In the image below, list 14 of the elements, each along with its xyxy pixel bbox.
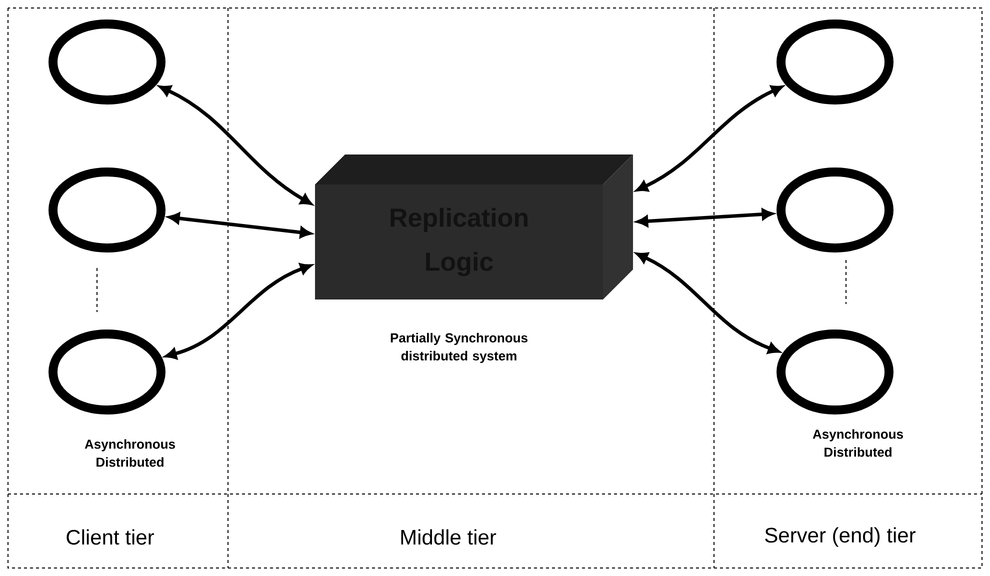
ellipse [776, 168, 894, 252]
arrow [159, 85, 312, 205]
ellipse [48, 330, 166, 414]
ellipse [48, 168, 166, 252]
tier-label: Middle tier [401, 529, 496, 545]
text-label: Asynchronous Distributed [812, 429, 903, 457]
arrow [636, 85, 783, 192]
text-label: Asynchronous Distributed [84, 439, 175, 467]
tier-label: Client tier [66, 529, 154, 545]
ellipse [48, 20, 166, 104]
ellipse [776, 330, 894, 414]
ellipse [776, 20, 894, 104]
tier-label: Server (end) tier [765, 527, 916, 547]
node-label: Partially Synchronous distributed system [390, 332, 528, 364]
